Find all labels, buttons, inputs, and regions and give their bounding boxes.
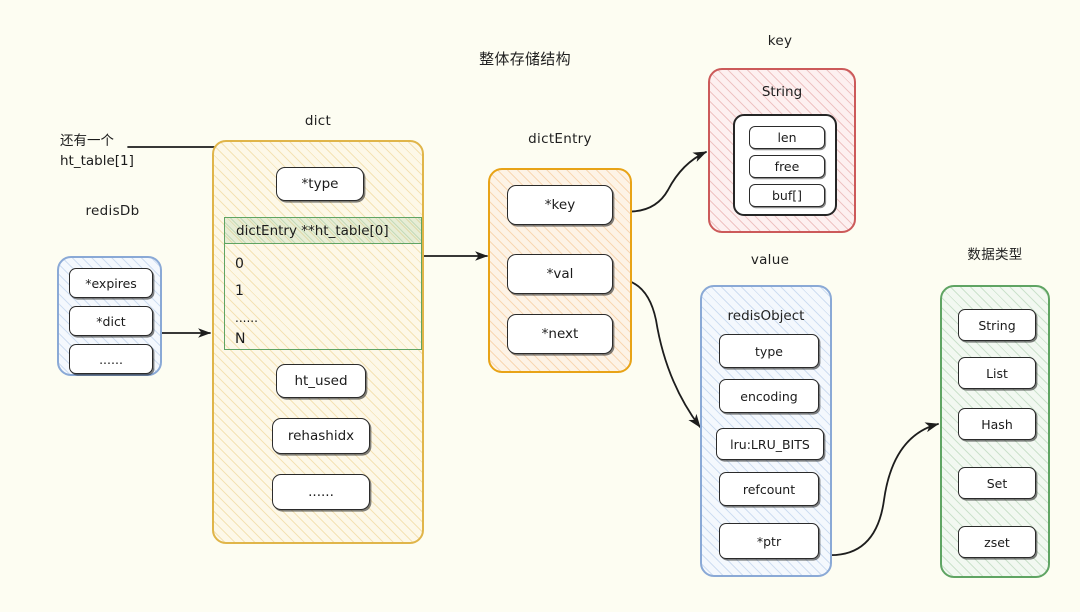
dict-field-type[interactable]: *type	[276, 167, 364, 201]
datatypes-container: String List Hash Set zset	[940, 285, 1050, 578]
ht-table-body: 0 1 ...... N	[225, 244, 421, 349]
dictentry-field-val[interactable]: *val	[507, 254, 613, 294]
redisdb-caption: redisDb	[85, 203, 140, 219]
key-caption: key	[767, 33, 793, 49]
value-field-ptr[interactable]: *ptr	[719, 523, 819, 559]
value-field-encoding[interactable]: encoding	[719, 379, 819, 413]
dictentry-container: *key *val *next	[488, 168, 632, 373]
datatype-list[interactable]: List	[958, 357, 1036, 389]
ht-table-row-0[interactable]: 0	[235, 256, 244, 272]
value-container: redisObject type encoding lru:LRU_BITS r…	[700, 285, 832, 577]
dict-caption: dict	[304, 113, 332, 129]
datatype-zset[interactable]: zset	[958, 526, 1036, 558]
ht-table: dictEntry **ht_table[0] 0 1 ...... N	[224, 217, 422, 350]
ht-table-header: dictEntry **ht_table[0]	[225, 218, 421, 244]
redisdb-field-expires[interactable]: *expires	[69, 268, 153, 298]
key-field-buf[interactable]: buf[]	[749, 184, 825, 207]
dictentry-field-key[interactable]: *key	[507, 185, 613, 225]
dict-field-rehashidx[interactable]: rehashidx	[272, 418, 370, 454]
value-field-type[interactable]: type	[719, 334, 819, 368]
value-caption: value	[750, 252, 790, 268]
key-sds-group: len free buf[]	[733, 114, 837, 216]
dict-field-ht-used[interactable]: ht_used	[276, 364, 366, 398]
datatypes-caption: 数据类型	[967, 247, 1023, 263]
datatype-set[interactable]: Set	[958, 467, 1036, 499]
ht-table-row-n[interactable]: N	[235, 331, 246, 347]
ht-table-row-ellipsis[interactable]: ......	[235, 311, 258, 325]
key-inner-title: String	[761, 84, 803, 100]
connector-val-to-redisobject	[619, 278, 701, 428]
key-container: String len free buf[]	[708, 68, 856, 233]
ht-table-row-1[interactable]: 1	[235, 283, 244, 299]
value-field-lru[interactable]: lru:LRU_BITS	[716, 428, 824, 460]
dictentry-caption: dictEntry	[528, 131, 592, 147]
dict-field-ellipsis[interactable]: ......	[272, 474, 370, 510]
key-field-free[interactable]: free	[749, 155, 825, 178]
datatype-hash[interactable]: Hash	[958, 408, 1036, 440]
datatype-string[interactable]: String	[958, 309, 1036, 341]
page-title: 整体存储结构	[479, 50, 571, 68]
connector-key-to-string	[619, 151, 707, 213]
redisdb-container: *expires *dict ......	[57, 256, 162, 376]
value-field-refcount[interactable]: refcount	[719, 472, 819, 506]
dictentry-field-next[interactable]: *next	[507, 314, 613, 354]
dict-container: *type dictEntry **ht_table[0] 0 1 ......…	[212, 140, 424, 544]
redisdb-field-dict[interactable]: *dict	[69, 306, 153, 336]
ht-table-note: 还有一个 ht_table[1]	[60, 133, 134, 169]
key-field-len[interactable]: len	[749, 126, 825, 149]
redisdb-field-ellipsis[interactable]: ......	[69, 344, 153, 374]
connector-ptr-to-datatypes	[825, 422, 940, 556]
value-inner-title: redisObject	[727, 308, 805, 324]
